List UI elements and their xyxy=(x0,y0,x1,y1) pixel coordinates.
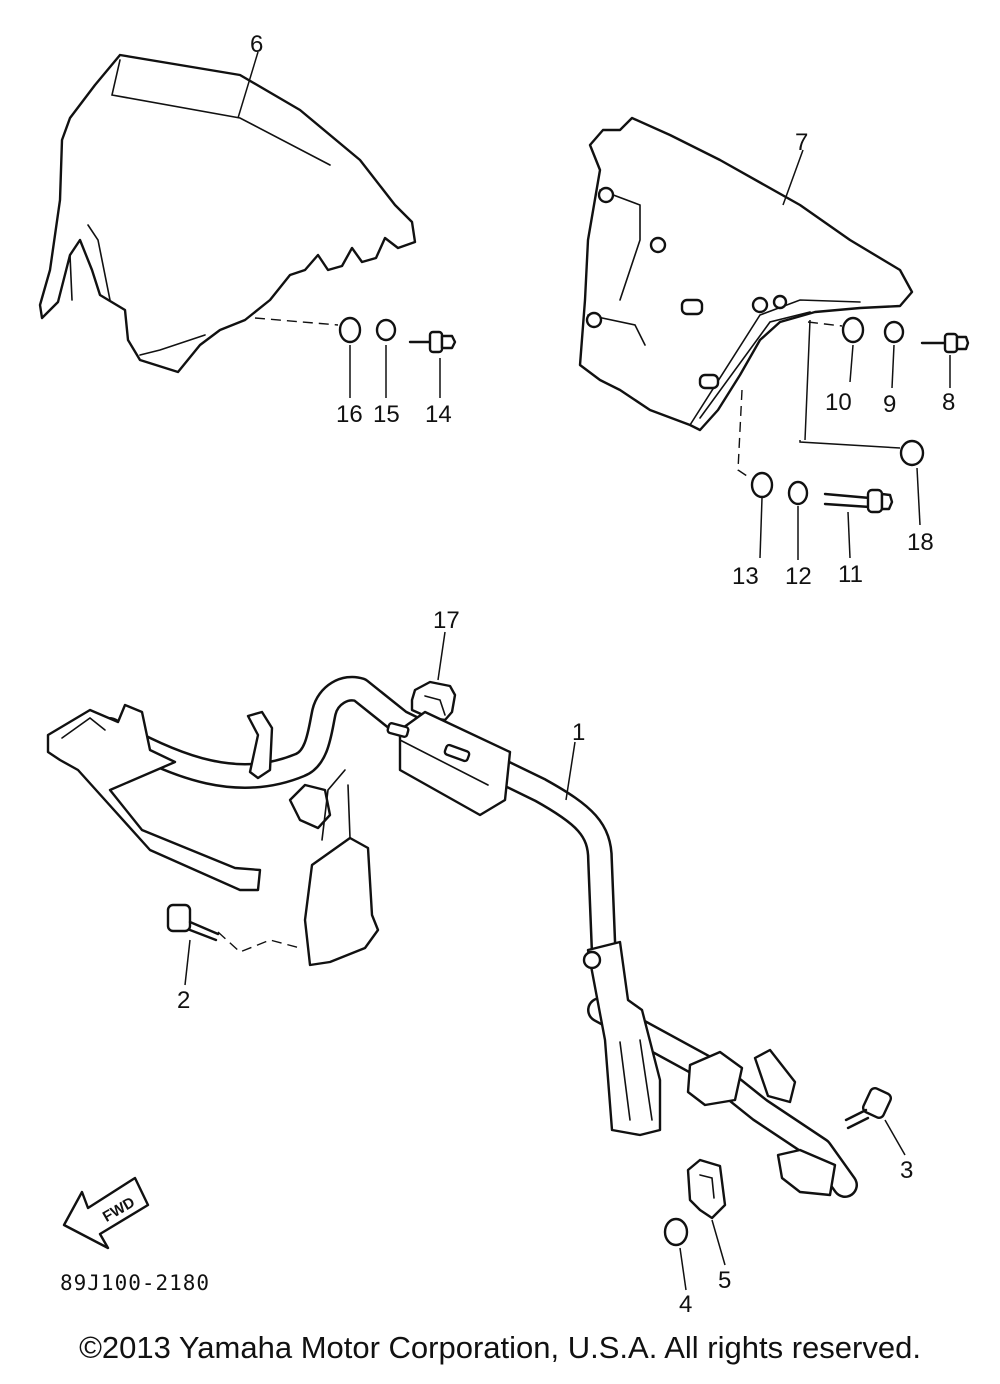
part-6-cover xyxy=(38,53,417,374)
bolt-3 xyxy=(844,1087,893,1130)
part-17-clamp xyxy=(410,680,457,722)
part-4-nut xyxy=(663,1217,689,1247)
fasteners-16-15-14 xyxy=(254,316,457,354)
callout-15: 15 xyxy=(373,401,400,428)
callout-3: 3 xyxy=(900,1157,913,1184)
exploded-view-drawing: FWD 6 7 16 15 14 10 9 8 18 13 12 11 17 xyxy=(38,31,970,1318)
callout-17: 17 xyxy=(433,607,460,634)
callout-11: 11 xyxy=(838,561,863,588)
bolt-2 xyxy=(166,903,301,953)
part-5-holder xyxy=(686,1158,727,1220)
callout-1: 1 xyxy=(572,719,585,746)
callout-10: 10 xyxy=(825,389,852,416)
callout-5: 5 xyxy=(718,1267,731,1294)
callout-14: 14 xyxy=(425,401,452,428)
leader-lines xyxy=(184,51,951,1291)
callout-6: 6 xyxy=(250,31,263,58)
callout-18: 18 xyxy=(907,529,934,556)
callout-2: 2 xyxy=(177,987,190,1014)
callout-7: 7 xyxy=(795,129,808,156)
callout-16: 16 xyxy=(336,401,363,428)
fasteners-10-9-8-18-13-12-11 xyxy=(737,316,970,514)
callout-13: 13 xyxy=(732,563,759,590)
part-1-frame-stay xyxy=(46,675,858,1198)
callout-9: 9 xyxy=(883,391,896,418)
callout-numbers: 6 7 16 15 14 10 9 8 18 13 12 11 17 1 2 3… xyxy=(177,31,955,1318)
callout-8: 8 xyxy=(942,389,955,416)
copyright-notice: ©2013 Yamaha Motor Corporation, U.S.A. A… xyxy=(79,1330,921,1365)
callout-4: 4 xyxy=(679,1291,692,1318)
diagram-code: 89J100-2180 xyxy=(60,1271,210,1295)
part-7-cover xyxy=(578,116,914,432)
callout-12: 12 xyxy=(785,563,812,590)
fwd-arrow-icon: FWD xyxy=(62,1176,150,1250)
